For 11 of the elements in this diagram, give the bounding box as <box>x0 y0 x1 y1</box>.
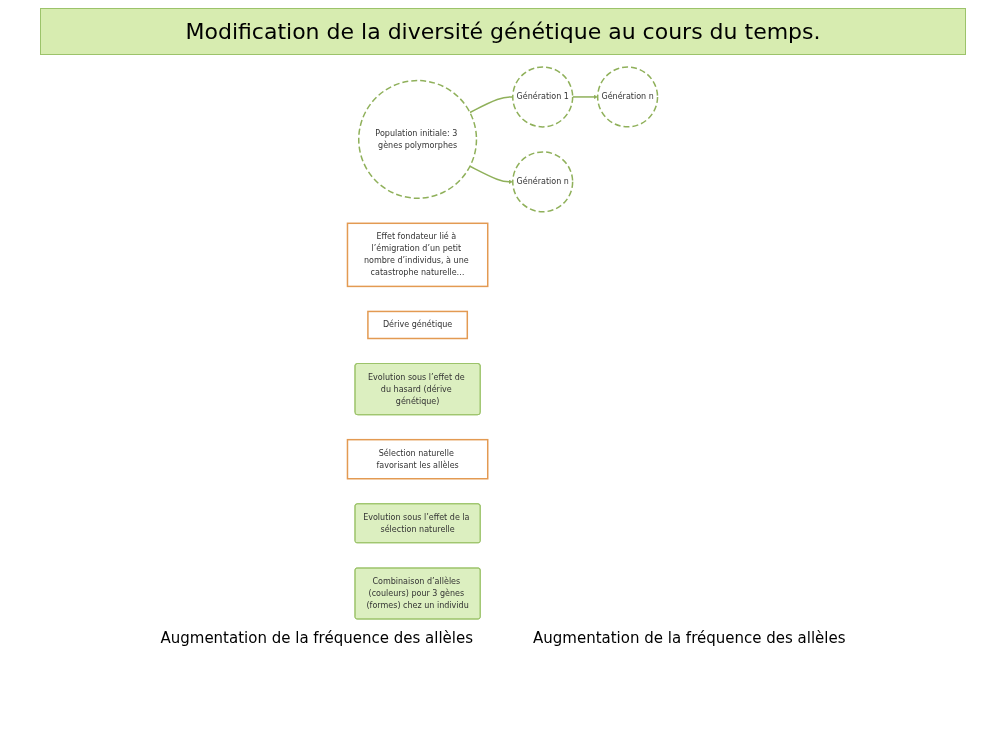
arrow <box>469 165 514 185</box>
node-box: Dérive génétique <box>367 310 469 340</box>
node-circle: Génération n <box>512 151 574 213</box>
node-circle: Génération 1 <box>512 66 574 128</box>
connector <box>469 96 514 114</box>
node-circle: Population initiale: 3 gènes polymorphes <box>358 79 478 199</box>
title-banner: Modification de la diversité génétique au cours du temps. <box>40 8 966 55</box>
node-circle: Génération n <box>597 66 659 128</box>
note-text: Augmentation de la fréquence des allèles <box>533 629 846 647</box>
node-box: Effet fondateur lié à l’émigration d’un petit nombre d’individus, à une catastrophe naturelle… <box>347 222 489 288</box>
node-box: Sélection naturelle favorisant les allèles <box>347 438 489 480</box>
